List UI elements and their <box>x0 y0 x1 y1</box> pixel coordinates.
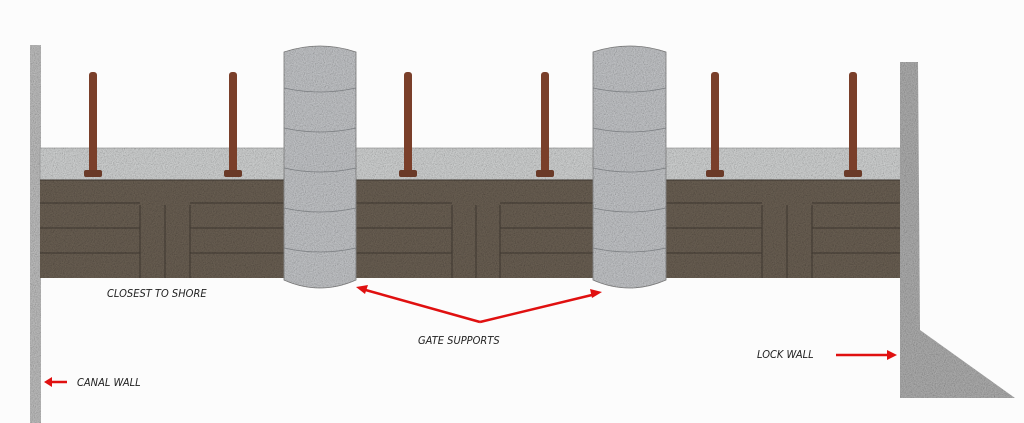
gate-support-arrow-left <box>361 287 481 324</box>
gate-supports-label: GATE SUPPORTS <box>418 334 500 347</box>
post <box>536 72 554 177</box>
post <box>224 72 242 177</box>
gate-section-3 <box>664 180 906 278</box>
lock-wall <box>900 62 1015 398</box>
gate-section-1 <box>40 180 286 278</box>
canal-wall <box>30 45 41 423</box>
gate-support-column <box>283 45 357 289</box>
water-band <box>39 147 906 182</box>
post <box>844 72 862 177</box>
post <box>84 72 102 177</box>
closest-to-shore-label: CLOSEST TO SHORE <box>107 287 207 300</box>
canal-wall-label: CANAL WALL <box>77 376 141 389</box>
post <box>706 72 724 177</box>
gate-support-arrow-right <box>479 292 597 324</box>
lock-wall-label: LOCK WALL <box>757 348 814 361</box>
gate-section-2 <box>354 180 596 278</box>
gate-support-column <box>592 45 667 289</box>
post <box>399 72 417 177</box>
